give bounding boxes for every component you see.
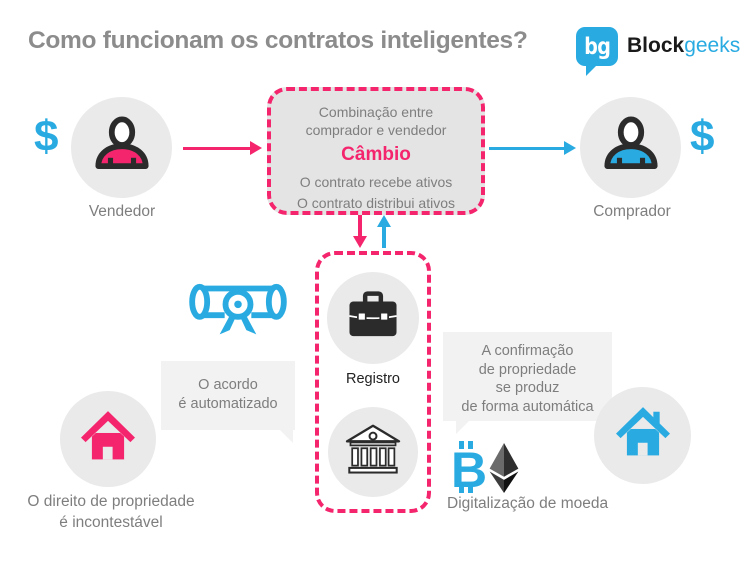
callout-line: de forma automática <box>461 398 594 415</box>
callout-line: O acordo <box>198 377 258 393</box>
arrow-contract-to-buyer <box>489 141 576 155</box>
briefcase-circle <box>327 272 419 364</box>
page-title: Como funcionam os contratos inteligentes… <box>28 27 528 54</box>
dollar-icon-seller: $ <box>34 112 59 161</box>
digitization-caption: Digitalização de moeda <box>447 495 609 512</box>
agreement-callout: O acordo é automatizado <box>161 361 295 430</box>
house-icon-pink <box>79 410 137 469</box>
contract-line: comprador e vendedor <box>305 122 447 138</box>
confirmation-callout-tail <box>456 420 470 434</box>
arrow-seller-to-contract <box>183 141 262 155</box>
property-right-caption: O direito de propriedade é incontestável <box>5 491 217 533</box>
contract-line: O contrato distribui ativos <box>297 195 455 211</box>
arrow-up-icon <box>377 215 390 248</box>
contract-box: Combinação entre comprador e vendedor Câ… <box>267 87 485 215</box>
contract-line: O contrato recebe ativos <box>299 174 453 190</box>
person-icon <box>599 113 663 182</box>
caption-line: O direito de propriedade <box>27 493 195 510</box>
ethereum-icon <box>487 443 521 498</box>
svg-text:B: B <box>451 442 487 493</box>
blockgeeks-logo-icon: bg <box>576 27 618 66</box>
house-icon-blue <box>614 406 672 465</box>
confirmation-callout: A confirmação de propriedade se produz d… <box>443 332 612 421</box>
person-icon <box>90 113 154 182</box>
wordmark-accent: geeks <box>684 34 741 57</box>
caption-line: é incontestável <box>59 514 163 531</box>
contract-line: Combinação entre <box>318 104 434 120</box>
property-circle-right <box>594 387 691 484</box>
seller-avatar <box>71 97 172 198</box>
briefcase-icon <box>345 290 401 346</box>
registry-label: Registro <box>346 371 400 387</box>
callout-line: de propriedade <box>478 361 577 378</box>
bank-icon <box>344 424 402 481</box>
seller-label: Vendedor <box>88 203 156 220</box>
buyer-label: Comprador <box>593 203 671 220</box>
wordmark-dark: Block <box>627 34 685 57</box>
certificate-icon <box>188 280 288 347</box>
property-circle-left <box>60 391 156 487</box>
bitcoin-icon: B <box>447 441 487 498</box>
agreement-callout-tail <box>279 429 293 443</box>
buyer-avatar <box>580 97 681 198</box>
callout-line: é automatizado <box>178 396 278 412</box>
callout-line: se produz <box>495 380 560 396</box>
logo-badge-text: bg <box>584 33 611 60</box>
contract-highlight: Câmbio <box>341 144 411 165</box>
callout-line: A confirmação <box>481 343 574 359</box>
dollar-icon-buyer: $ <box>690 112 715 161</box>
arrow-down-icon <box>353 215 366 248</box>
bank-circle <box>328 407 418 497</box>
logo-speech-tail-icon <box>586 64 598 76</box>
blockgeeks-wordmark: Blockgeeks <box>627 34 740 58</box>
